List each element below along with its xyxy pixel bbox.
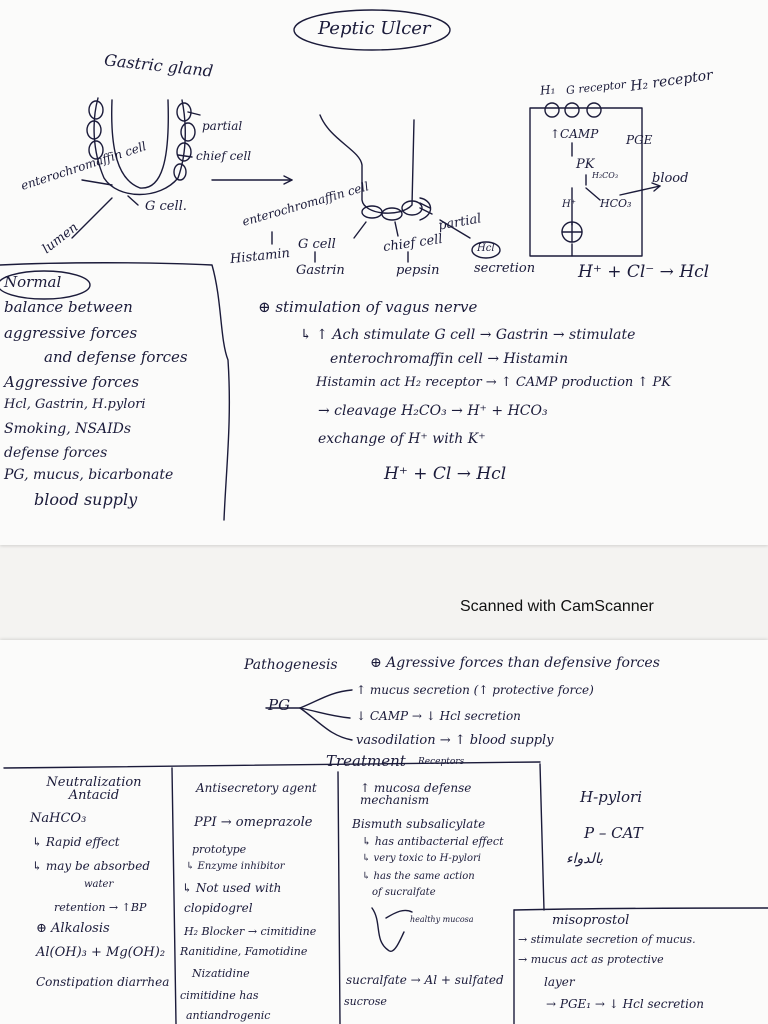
col3-heading: ↑ mucosa defense mechanism [360, 781, 472, 807]
normal-heading: Normal [4, 273, 62, 291]
misoprostol-line: → stimulate secretion of mucus. [518, 933, 696, 946]
col1-line: Al(OH)₃ + Mg(OH)₂ [36, 945, 166, 960]
col4-heading: H-pylori [580, 788, 643, 806]
col1-heading: Neutralization Antacid [46, 775, 142, 803]
misoprostol-heading: misoprostol [552, 913, 630, 928]
h1-receptor-label: H₁ [539, 82, 556, 98]
pg-effect: ↓ CAMP → ↓ Hcl secretion [356, 709, 521, 723]
normal-line: defense forces [4, 445, 108, 461]
normal-line: aggressive forces [4, 324, 138, 342]
stimulation-line: H⁺ + Cl → Hcl [384, 464, 507, 484]
misoprostol-line: → mucus act as protective [518, 953, 664, 966]
stimulation-line: → cleavage H₂CO₃ → H⁺ + HCO₃ [318, 403, 548, 419]
col2-line: prototype [192, 843, 247, 856]
col2-line: ↳ Enzyme inhibitor [186, 861, 285, 872]
secretion-label: secretion [474, 261, 536, 276]
camp-label: ↑CAMP [550, 127, 599, 141]
h-ion-label: H⁺ [562, 199, 576, 210]
gastrin-label: Gastrin [296, 263, 345, 278]
scanner-footer: Scanned with CamScanner [460, 598, 654, 615]
col1-line: Constipation diarrhea [36, 975, 170, 989]
partial-label-left: partial [202, 119, 243, 133]
normal-line: Hcl, Gastrin, H.pylori [4, 397, 146, 412]
blood-label: blood [652, 171, 689, 186]
normal-line: and defense forces [44, 348, 188, 366]
normal-box-edge [0, 262, 231, 521]
treatment-heading: Treatment [326, 752, 406, 770]
normal-line: Aggressive forces [4, 373, 140, 391]
col3-line: sucralfate → Al + sulfated [346, 973, 504, 987]
gastric-gland-left [111, 99, 169, 189]
page1-drawings [0, 9, 661, 521]
aggressive-forces-line: ⊕ Agressive forces than defensive forces [370, 655, 660, 671]
gcell-label-left: G cell. [145, 199, 187, 214]
receptor-box [529, 107, 643, 257]
col1-line: retention → ↑BP [54, 901, 147, 914]
scanned-page-2: Pathogenesis ⊕ Agressive forces than def… [0, 640, 768, 1024]
stimulation-line: Histamin act H₂ receptor → ↑ CAMP produc… [316, 375, 671, 390]
gcell-label-mid: G cell [298, 237, 336, 252]
col3-line: Bismuth subsalicylate [352, 817, 486, 831]
col3-line: ↳ has antibacterial effect [362, 835, 504, 848]
h2co3-label: H₂CO₃ [592, 171, 619, 180]
pathogenesis-heading: Pathogenesis [244, 657, 338, 673]
pg-effect: ↑ mucus secretion (↑ protective force) [356, 683, 594, 697]
col4-line: P – CAT [584, 824, 643, 842]
col2-line: PPI → omeprazole [194, 815, 313, 830]
chiefcell-label-left: chief cell [196, 149, 252, 163]
col2-line: antiandrogenic [186, 1009, 271, 1022]
col2-line: cimitidine has [180, 989, 259, 1002]
normal-line: PG, mucus, bicarbonate [4, 467, 174, 483]
col1-line: ↳ Rapid effect [32, 835, 120, 849]
pg-label: PG [268, 696, 291, 714]
col3-line: healthy mucosa [410, 915, 474, 924]
col1-line: ⊕ Alkalosis [36, 921, 110, 936]
stimulation-line: exchange of H⁺ with K⁺ [318, 431, 486, 447]
scanned-page-1: Peptic Ulcer Gastric gland enterochromaf… [0, 9, 714, 521]
hand-sketch [371, 907, 413, 952]
stimulation-line: enterochromaffin cell → Histamin [330, 351, 569, 367]
pg-effect: vasodilation → ↑ blood supply [356, 733, 554, 748]
stimulation-line: ↳ ↑ Ach stimulate G cell → Gastrin → sti… [300, 327, 636, 343]
col2-line: H₂ Blocker → cimitidine [184, 925, 317, 938]
col3-line: ↳ has the same action [362, 871, 475, 882]
col2-line: ↳ Not used with [182, 881, 282, 895]
hcl-bubble-label: Hcl [477, 243, 495, 254]
normal-line: Smoking, NSAIDs [4, 421, 132, 437]
normal-line: blood supply [34, 490, 138, 509]
col1-line: ↳ may be absorbed [32, 859, 151, 873]
stimulation-line: ⊕ stimulation of vagus nerve [258, 298, 478, 316]
hcl-equation: H⁺ + Cl⁻ → Hcl [578, 262, 710, 282]
pepsin-label: pepsin [396, 263, 440, 278]
page2-drawings [3, 689, 768, 1024]
col1-line: NaHCO₃ [30, 811, 87, 826]
normal-line: balance between [4, 298, 133, 316]
page-title: Peptic Ulcer [318, 18, 431, 39]
col4-line: بالدواء [566, 851, 604, 867]
col2-line: Ranitidine, Famotidine [180, 945, 308, 958]
pge-label: PGE [626, 133, 653, 147]
col2-line: clopidogrel [184, 901, 253, 915]
col3-line: of sucralfate [372, 887, 436, 898]
col2-heading: Antisecretory agent [196, 781, 317, 795]
hco3-label: HCO₃ [600, 197, 632, 210]
misoprostol-line: → PGE₁ → ↓ Hcl secretion [546, 997, 704, 1011]
col3-line: ↳ very toxic to H-pylori [362, 853, 481, 864]
col1-line: water [84, 879, 114, 890]
treatment-note: Receptors [418, 757, 465, 767]
col3-line: sucrose [344, 995, 387, 1008]
pk-label: PK [576, 157, 595, 172]
title-oval [293, 9, 451, 51]
misoprostol-line: layer [544, 975, 575, 989]
col2-line: Nizatidine [192, 967, 250, 980]
